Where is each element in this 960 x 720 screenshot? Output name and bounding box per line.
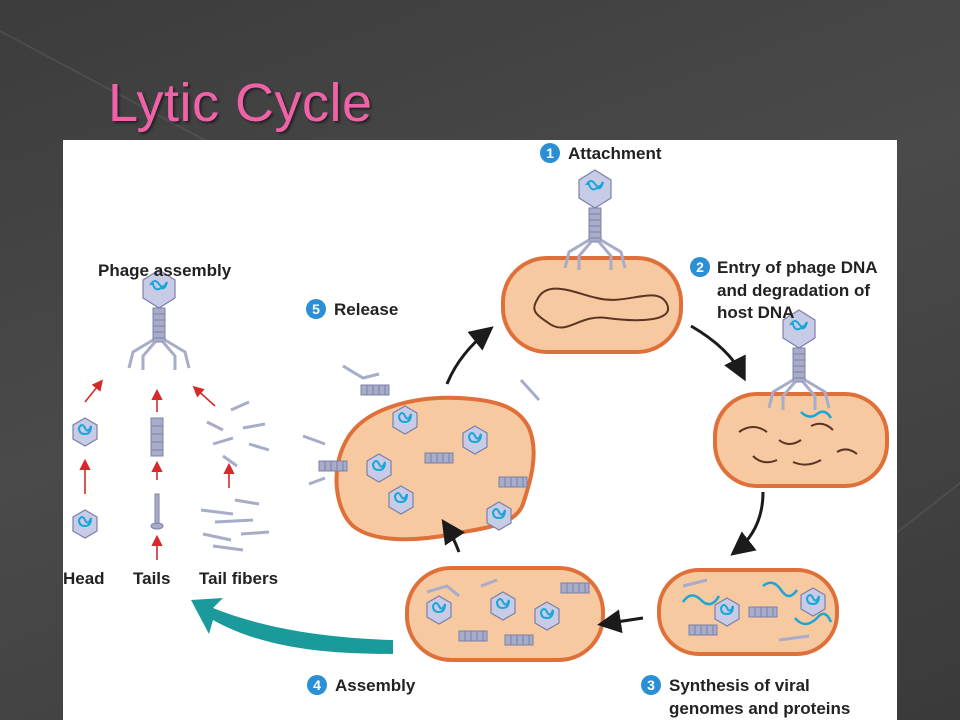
phage-assembly-title: Phage assembly [98, 261, 232, 280]
cell-attachment [501, 168, 683, 354]
arrow-5-to-1 [445, 326, 494, 385]
step-badge [690, 257, 710, 277]
arrow-4-to-5 [441, 519, 465, 553]
phage-icon [127, 268, 191, 372]
slide-title: Lytic Cycle [108, 73, 373, 133]
step-badges: 1 2 3 4 5 [306, 143, 710, 695]
step-badge [306, 299, 326, 319]
step-2-label-line-3: host DNA [717, 303, 794, 322]
phage-assembly-panel [72, 268, 270, 560]
arrow-1-to-2 [690, 324, 746, 382]
step-3-number: 3 [647, 677, 655, 693]
step-5-number: 5 [312, 301, 320, 317]
cell-entry [713, 308, 889, 488]
step-1-label: Attachment [568, 144, 662, 163]
step-badge [540, 143, 560, 163]
part-label-head: Head [63, 569, 105, 588]
step-4-number: 4 [313, 677, 321, 693]
cell-release [302, 364, 541, 542]
teal-arrow [191, 598, 393, 654]
arrow-2-to-3 [730, 491, 765, 556]
cell-assembly [405, 566, 605, 662]
lytic-cycle-figure: 1 2 3 4 5 Attachment Entry of phage DNA … [63, 140, 897, 720]
step-badge [641, 675, 661, 695]
step-4-label: Assembly [335, 676, 416, 695]
phage-icon [563, 168, 627, 272]
step-2-label-line-1: Entry of phage DNA [717, 258, 878, 277]
step-3-label-line-1: Synthesis of viral [669, 676, 810, 695]
step-badge [307, 675, 327, 695]
step-1-number: 1 [546, 145, 554, 161]
cycle-arrows [441, 324, 765, 634]
step-3-label-line-2: genomes and proteins [669, 699, 850, 718]
step-labels: Attachment Entry of phage DNA and degrad… [334, 144, 878, 718]
step-2-label-line-2: and degradation of [717, 281, 870, 300]
step-2-number: 2 [696, 259, 704, 275]
step-5-label: Release [334, 300, 398, 319]
cell-synthesis [657, 568, 839, 656]
arrow-3-to-4 [597, 609, 644, 634]
part-label-tail-fibers: Tail fibers [199, 569, 278, 588]
part-label-tails: Tails [133, 569, 170, 588]
